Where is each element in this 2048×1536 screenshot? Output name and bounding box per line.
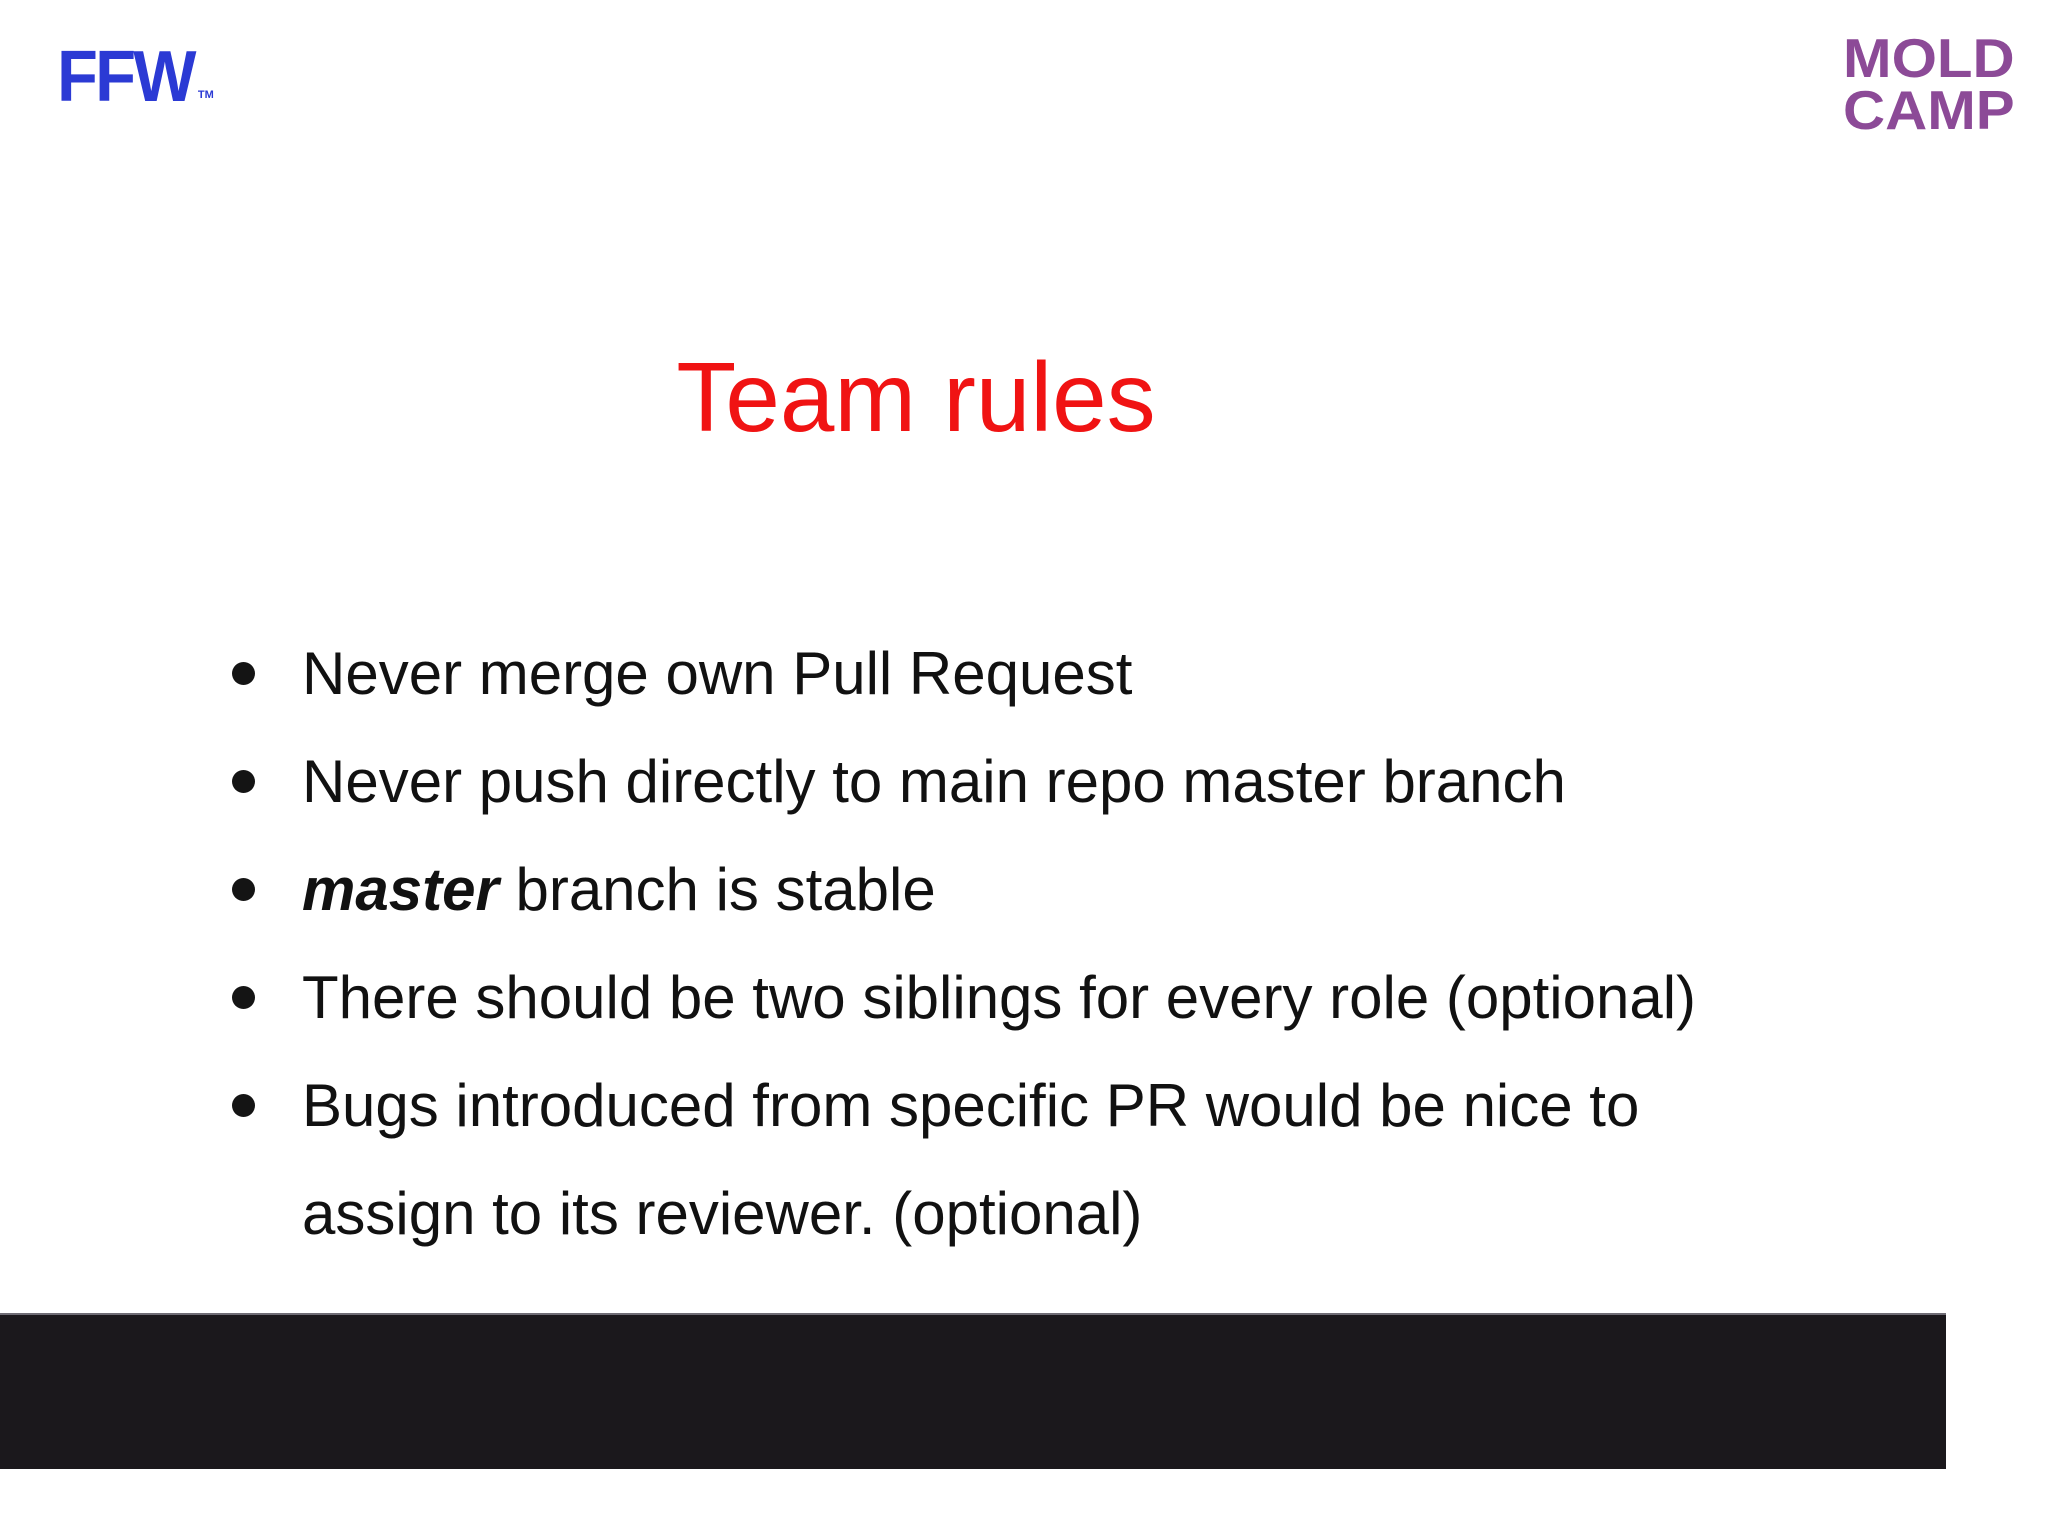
bullet-text: Never merge own Pull Request [302, 640, 1133, 707]
bullet-item: Never push directly to main repo master … [232, 728, 1762, 836]
slide-title: Team rules [676, 342, 1156, 452]
bullet-text-emphasis: master [302, 856, 499, 923]
bullet-item: master branch is stable [232, 836, 1762, 944]
moldcamp-logo-line2: CAMP [1843, 79, 2015, 141]
bullet-text: There should be two siblings for every r… [302, 964, 1697, 1031]
bullet-text: branch is stable [498, 856, 936, 923]
bullet-text: Never push directly to main repo master … [302, 748, 1566, 815]
ffw-logo-text: FFW [57, 37, 196, 117]
moldcamp-logo-line1: MOLD [1843, 27, 2015, 89]
ffw-logo: FFW TM [57, 37, 214, 117]
title-area: Team rules [0, 348, 1832, 446]
moldcamp-logo: MOLD CAMP [1843, 27, 2015, 141]
bullet-item: Never merge own Pull Request [232, 620, 1762, 728]
bullet-text: Bugs introduced from specific PR would b… [302, 1072, 1640, 1247]
trademark-symbol: TM [197, 89, 214, 101]
bullet-item: Bugs introduced from specific PR would b… [232, 1052, 1762, 1268]
bullet-item: There should be two siblings for every r… [232, 944, 1762, 1052]
bottom-bar [0, 1313, 1946, 1469]
